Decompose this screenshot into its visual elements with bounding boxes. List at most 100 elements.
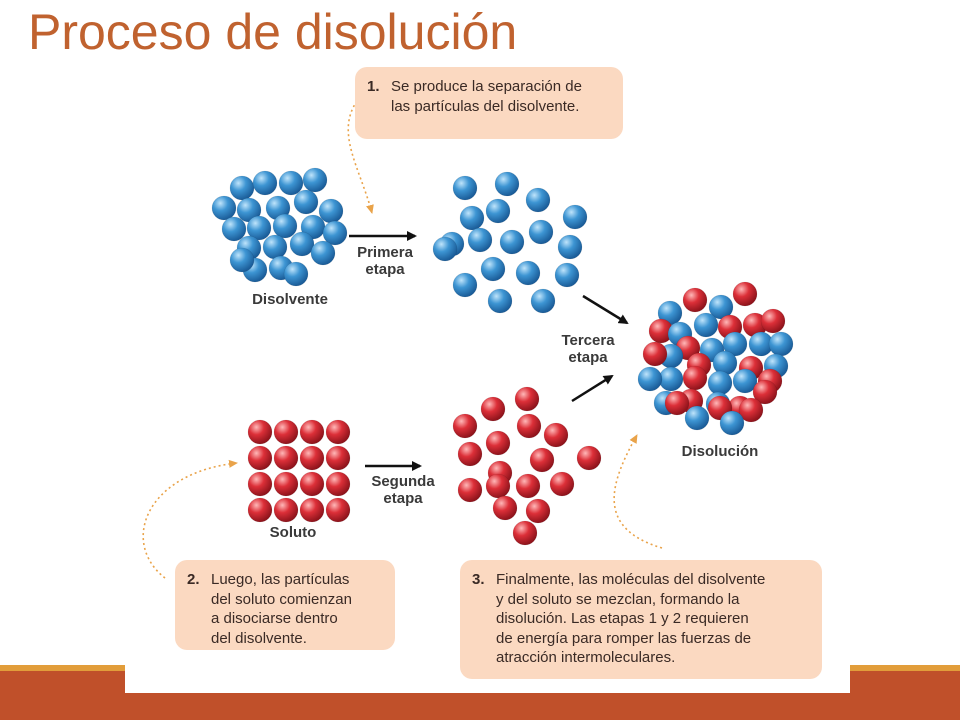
solvent-particle (262, 234, 288, 260)
separated-solvent-particle (525, 187, 551, 213)
solvent-particle (246, 215, 272, 241)
solvent-particle (289, 231, 315, 257)
callout-step1-text: Se produce la separación de las partícul… (391, 78, 582, 115)
separated-solvent-particle (452, 272, 478, 298)
solute-particle (247, 471, 273, 497)
separated-solvent-particle (554, 262, 580, 288)
label-disolucion: Disolución (681, 443, 759, 460)
separated-solute-particle (452, 413, 478, 439)
solute-particle (273, 445, 299, 471)
separated-solute-particle (549, 471, 575, 497)
separated-solute-particle (485, 473, 511, 499)
solution-solvent-particle (693, 312, 719, 338)
solvent-particle (278, 170, 304, 196)
separated-solute-particle (512, 520, 538, 546)
label-primera-etapa: Primera etapa (357, 244, 413, 278)
solute-particle (325, 471, 351, 497)
callout-step3: 3. Finalmente, las moléculas del disolve… (460, 560, 822, 679)
solvent-particle (272, 213, 298, 239)
solute-particle (247, 445, 273, 471)
solution-solute-particle (682, 287, 708, 313)
leader-line-step3 (613, 434, 663, 549)
dissolution-diagram: 1. Se produce la separación de las partí… (125, 63, 850, 693)
callout-step3-number: 3. (472, 571, 485, 588)
callout-step2: 2. Luego, las partículas del soluto comi… (175, 560, 395, 650)
solvent-particle (252, 170, 278, 196)
solvent-particle (221, 216, 247, 242)
separated-solute-particle (492, 495, 518, 521)
separated-solvent-particle (487, 288, 513, 314)
separated-solute-particle (485, 430, 511, 456)
solute-particle (247, 419, 273, 445)
separated-solute-particle (457, 441, 483, 467)
solution-solvent-particle (637, 366, 663, 392)
solute-particle (273, 497, 299, 523)
solution-solute-particle (682, 365, 708, 391)
callout-step2-number: 2. (187, 571, 200, 588)
separated-solvent-particle (459, 205, 485, 231)
solution-solvent-particle (719, 410, 745, 436)
separated-solute-particle (516, 413, 542, 439)
label-segunda-etapa: Segunda etapa (371, 473, 435, 507)
separated-solute-particle (576, 445, 602, 471)
solvent-particle (283, 261, 309, 287)
callout-step3-text: Finalmente, las moléculas del disolvente… (496, 571, 766, 666)
separated-solvent-particle (515, 260, 541, 286)
solute-particle (273, 471, 299, 497)
separated-solute-particle (529, 447, 555, 473)
solvent-particle (229, 247, 255, 273)
stage3-arrow-lower (571, 374, 614, 403)
callout-step1-number: 1. (367, 78, 380, 95)
label-disolvente: Disolvente (252, 291, 328, 308)
particle-layer (211, 167, 794, 546)
separated-solvent-particle (528, 219, 554, 245)
separated-solvent-particle (452, 175, 478, 201)
solvent-particle (211, 195, 237, 221)
callout-step1: 1. Se produce la separación de las partí… (355, 67, 623, 139)
solution-solvent-particle (684, 405, 710, 431)
separated-solvent-particle (485, 198, 511, 224)
solute-particle (299, 497, 325, 523)
solution-solvent-particle (732, 368, 758, 394)
solvent-particle (293, 189, 319, 215)
solute-particle (247, 497, 273, 523)
separated-solute-particle (515, 473, 541, 499)
separated-solute-particle (480, 396, 506, 422)
solution-solute-particle (732, 281, 758, 307)
solution-solute-particle (738, 397, 764, 423)
solution-solvent-particle (768, 331, 794, 357)
solution-solvent-particle (708, 294, 734, 320)
separated-solvent-particle (562, 204, 588, 230)
separated-solvent-particle (499, 229, 525, 255)
solute-particle (325, 497, 351, 523)
solution-solute-particle (752, 379, 778, 405)
solvent-particle (322, 220, 348, 246)
solution-solute-particle (642, 341, 668, 367)
label-tercera-etapa: Tercera etapa (561, 332, 615, 366)
solution-solvent-particle (707, 370, 733, 396)
stage3-arrow-upper (582, 294, 629, 325)
solvent-particle (302, 167, 328, 193)
diagram-canvas (142, 100, 794, 579)
separated-solvent-particle (494, 171, 520, 197)
solution-solvent-particle (658, 366, 684, 392)
separated-solute-particle (457, 477, 483, 503)
separated-solvent-particle (432, 236, 458, 262)
solvent-particle (310, 240, 336, 266)
solute-particle (299, 419, 325, 445)
separated-solute-particle (514, 386, 540, 412)
solution-solute-particle (664, 390, 690, 416)
separated-solute-particle (543, 422, 569, 448)
separated-solvent-particle (480, 256, 506, 282)
solution-solvent-particle (722, 331, 748, 357)
solute-particle (273, 419, 299, 445)
separated-solvent-particle (530, 288, 556, 314)
solute-particle (299, 445, 325, 471)
solution-solute-particle (760, 308, 786, 334)
separated-solvent-particle (557, 234, 583, 260)
solute-particle (299, 471, 325, 497)
solute-particle (325, 419, 351, 445)
label-soluto: Soluto (269, 524, 317, 541)
solute-particle (325, 445, 351, 471)
separated-solvent-particle (467, 227, 493, 253)
